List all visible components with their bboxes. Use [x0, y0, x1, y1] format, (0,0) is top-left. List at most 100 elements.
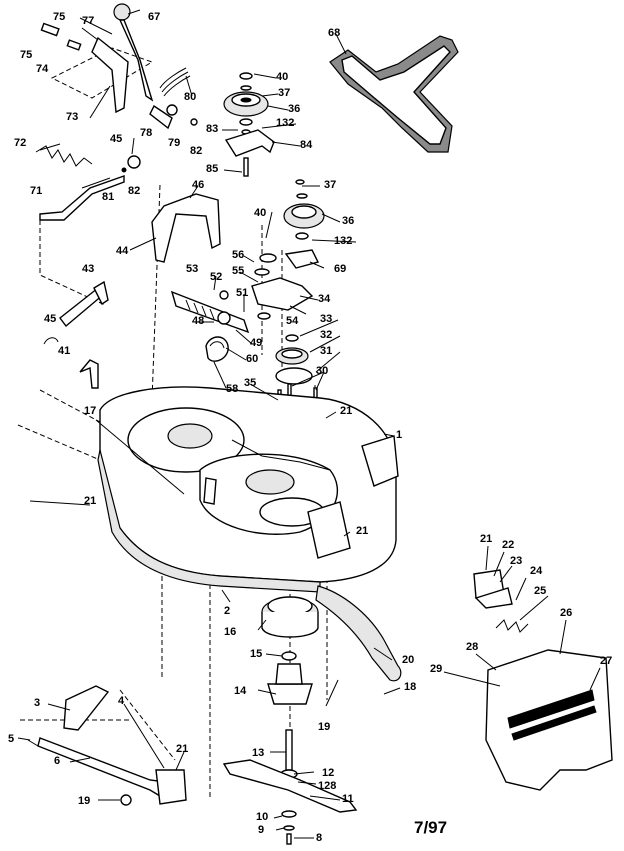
- callout-label: 82: [128, 185, 141, 197]
- discharge-arm: [315, 585, 402, 682]
- idler-arm-assembly: [170, 290, 250, 362]
- callout-label: 75: [53, 11, 66, 23]
- callout-label: 14: [234, 685, 247, 697]
- callout-label: 75: [20, 49, 33, 61]
- mandrel-pulley-stack: [259, 179, 325, 269]
- callout-label: 6: [54, 755, 61, 767]
- callout-label: 37: [278, 87, 291, 99]
- leader-lines: [17, 9, 601, 839]
- callout-label: 71: [30, 185, 43, 197]
- callout-label: 27: [600, 655, 613, 667]
- callout-label: 40: [254, 207, 267, 219]
- callout-label: 21: [356, 525, 369, 537]
- callout-label: 48: [192, 315, 205, 327]
- chute-bracket: [473, 569, 529, 633]
- callout-label: 29: [430, 663, 443, 675]
- callout-label: 9: [258, 824, 265, 836]
- front-lift-link: [27, 685, 187, 806]
- callout-label: 25: [534, 585, 547, 597]
- callout-label: 44: [116, 245, 129, 257]
- callout-label: 58: [226, 383, 239, 395]
- callout-label: 16: [224, 626, 237, 638]
- callout-label: 21: [176, 743, 189, 755]
- callout-label: 2: [224, 605, 231, 617]
- callout-label: 77: [82, 15, 95, 27]
- callout-label: 81: [102, 191, 115, 203]
- callout-label: 51: [236, 287, 249, 299]
- callout-label: 49: [250, 337, 263, 349]
- callout-label: 83: [206, 123, 219, 135]
- callout-label: 21: [480, 533, 493, 545]
- callout-label: 53: [186, 263, 199, 275]
- callout-label: 52: [210, 271, 223, 283]
- callout-label: 20: [402, 654, 415, 666]
- callout-label: 19: [78, 795, 91, 807]
- callout-label: 13: [252, 747, 265, 759]
- callout-label: 15: [250, 648, 263, 660]
- callout-label: 5: [8, 733, 15, 745]
- callout-label: 46: [192, 179, 205, 191]
- callout-label: 73: [66, 111, 79, 123]
- callout-label: 72: [14, 137, 27, 149]
- callout-label: 4: [118, 695, 125, 707]
- callout-label: 132: [334, 235, 353, 247]
- callout-label: 26: [560, 607, 573, 619]
- drive-belt: [329, 35, 459, 153]
- mower-deck: [97, 386, 399, 593]
- callout-label: 3: [34, 697, 41, 709]
- callout-label: 10: [256, 811, 269, 823]
- callout-label: 55: [232, 265, 245, 277]
- callout-label: 45: [110, 133, 123, 145]
- spring-and-rod: [35, 145, 141, 221]
- spindle-assembly: [261, 596, 319, 787]
- callout-label: 36: [342, 215, 355, 227]
- blade: [222, 759, 358, 845]
- callout-label: 40: [276, 71, 289, 83]
- idler-bracket: [251, 268, 314, 320]
- callout-label: 74: [36, 63, 49, 75]
- callout-label: 1: [396, 429, 403, 441]
- callout-label: 41: [58, 345, 71, 357]
- callout-label: 78: [140, 127, 153, 139]
- callout-label: 32: [320, 329, 333, 341]
- callout-label: 132: [276, 117, 295, 129]
- callout-label: 23: [510, 555, 523, 567]
- callout-label: 33: [320, 313, 333, 325]
- upper-pulley-stack: [223, 72, 275, 177]
- callout-label: 67: [148, 11, 161, 23]
- callout-label: 54: [286, 315, 299, 327]
- callout-label: 85: [206, 163, 219, 175]
- callout-label: 82: [190, 145, 203, 157]
- callout-label: 28: [466, 641, 479, 653]
- callout-label: 30: [316, 365, 329, 377]
- callout-label: 43: [82, 263, 95, 275]
- callout-label: 45: [44, 313, 57, 325]
- callout-label: 19: [318, 721, 331, 733]
- callout-label: 8: [316, 832, 323, 844]
- callout-label: 24: [530, 565, 543, 577]
- lift-lever-assembly: [40, 3, 198, 130]
- callout-label: 22: [502, 539, 515, 551]
- callout-label: 80: [184, 91, 197, 103]
- lift-arm-assembly: [43, 280, 109, 389]
- callout-label: 11: [342, 793, 354, 805]
- callout-label: 68: [328, 27, 341, 39]
- discharge-chute: [485, 649, 613, 791]
- callout-label: 34: [318, 293, 331, 305]
- callout-label: 21: [84, 495, 97, 507]
- callout-label: 56: [232, 249, 245, 261]
- callout-label: 36: [288, 103, 301, 115]
- belt-guard: [151, 193, 221, 263]
- callout-label: 21: [340, 405, 353, 417]
- callout-label: 31: [320, 345, 333, 357]
- callout-label: 12: [322, 767, 335, 779]
- callout-label: 84: [300, 139, 313, 151]
- callout-label: 69: [334, 263, 347, 275]
- callout-label: 60: [246, 353, 259, 365]
- callout-label: 128: [318, 780, 337, 792]
- callout-label: 79: [168, 137, 181, 149]
- callout-label: 17: [84, 405, 97, 417]
- callout-label: 18: [404, 681, 417, 693]
- callout-label: 37: [324, 179, 337, 191]
